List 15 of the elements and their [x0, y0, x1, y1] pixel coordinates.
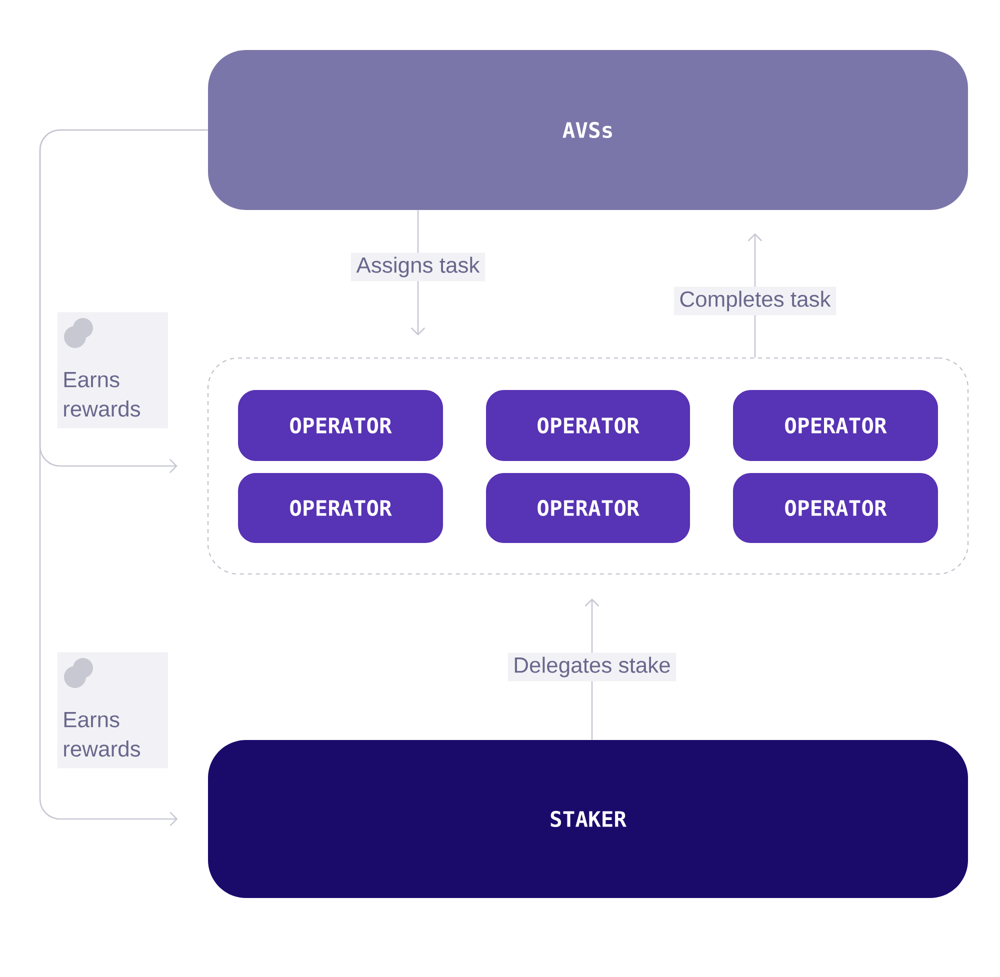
- operator-box: OPERATOR: [238, 473, 444, 543]
- operator-group-frame: [207, 357, 969, 575]
- edge-label: Completes task: [674, 286, 836, 316]
- operator-box: OPERATOR: [733, 473, 938, 543]
- operator-box: OPERATOR: [486, 473, 690, 543]
- operator-box: OPERATOR: [733, 390, 938, 461]
- edge-label: Assigns task: [350, 252, 486, 282]
- arrow: [39, 129, 208, 826]
- edge-label: Delegates stake: [508, 652, 676, 682]
- operator-box: OPERATOR: [486, 390, 690, 461]
- edge-label: Earns rewards: [57, 652, 168, 768]
- avs-box: AVSs: [208, 50, 968, 210]
- operator-box: OPERATOR: [238, 390, 444, 461]
- staker-box: STAKER: [208, 740, 968, 898]
- edge-label: Earns rewards: [57, 312, 168, 428]
